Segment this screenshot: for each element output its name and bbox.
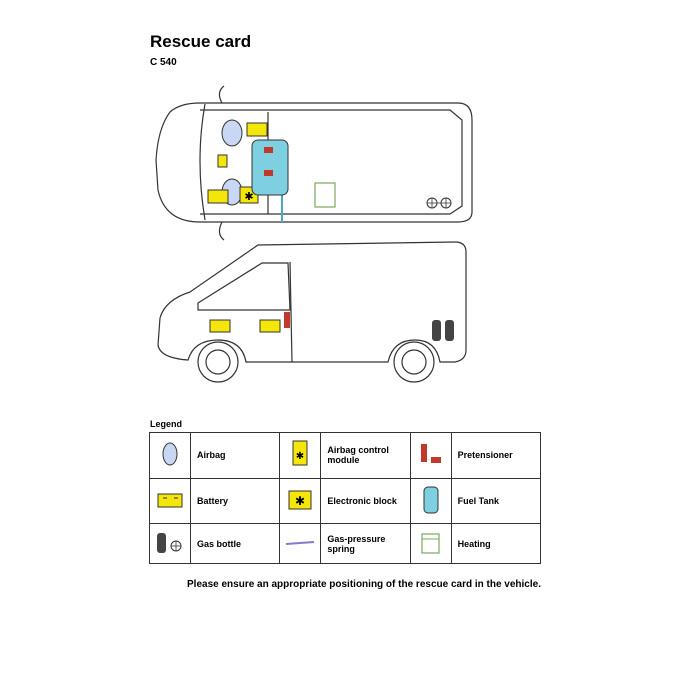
heating-icon (421, 532, 440, 554)
legend-row: Gas bottle Gas-pressure spring Heating (149, 523, 542, 564)
gas-bottle-icon (157, 532, 182, 553)
fuel-tank-icon (423, 486, 439, 514)
legend-table: Airbag ✱ Airbag control module Pretensio… (149, 432, 542, 564)
fuel-tank-icon (251, 139, 289, 196)
svg-text:✱: ✱ (296, 451, 304, 462)
battery-icon (207, 189, 229, 204)
battery-icon (209, 319, 231, 333)
legend-item-label: Airbag (189, 432, 281, 479)
gas-pressure-spring-icon (286, 540, 315, 545)
gas-bottle-icon (432, 320, 441, 341)
legend-item-label: Heating (450, 523, 542, 564)
airbag-control-module-icon: ✱ (292, 440, 308, 466)
legend-item-label: Pretensioner (450, 432, 542, 479)
pretensioner-icon (264, 147, 273, 153)
legend-item-label: Electronic block (320, 477, 411, 524)
battery-icon (246, 122, 268, 137)
legend-row: Battery ✱ Electronic block Fuel Tank (149, 477, 542, 524)
airbag-control-module-icon (217, 154, 228, 168)
heating-icon (314, 182, 336, 208)
svg-text:✱: ✱ (244, 190, 253, 203)
side-view (157, 241, 467, 383)
legend-item-label: Fuel Tank (450, 477, 542, 524)
pretensioner-icon (420, 444, 441, 464)
page-title: Rescue card (150, 32, 252, 51)
legend-item-label: Airbag control module (320, 432, 411, 479)
footer-note: Please ensure an appropriate positioning… (187, 579, 541, 590)
svg-text:✱: ✱ (295, 494, 305, 508)
pretensioner-icon (284, 312, 290, 328)
pretensioner-icon (264, 170, 273, 176)
vehicle-diagram: ✱ (155, 85, 473, 383)
airbag-icon (221, 119, 243, 147)
top-view (155, 85, 473, 241)
legend-row: Airbag ✱ Airbag control module Pretensio… (149, 432, 542, 479)
legend-item-label: Gas-pressure spring (320, 523, 411, 564)
battery-icon (157, 493, 183, 508)
gas-bottle-icon (445, 320, 454, 341)
airbag-icon (162, 442, 178, 466)
legend-label: Legend (150, 419, 183, 429)
electronic-block-icon: ✱ (288, 490, 312, 510)
battery-icon (259, 319, 281, 333)
model-code: C 540 (150, 57, 177, 68)
legend-item-label: Battery (189, 477, 281, 524)
legend-item-label: Gas bottle (189, 523, 281, 564)
